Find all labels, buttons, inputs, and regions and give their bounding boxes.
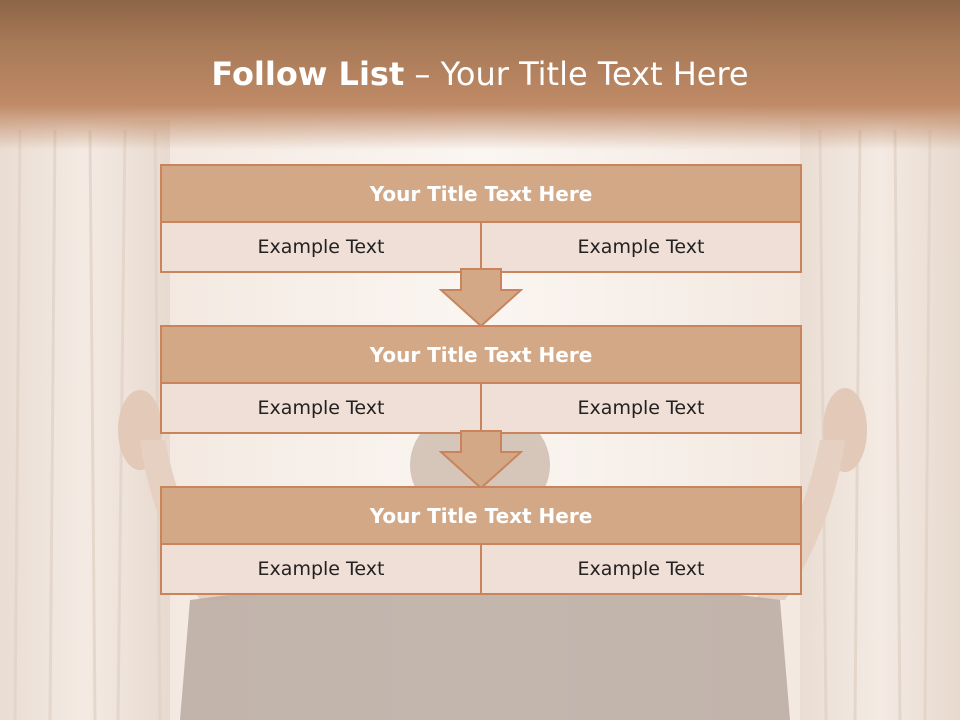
step-row: Example Text Example Text	[162, 545, 800, 593]
step-box-3: Your Title Text Here Example Text Exampl…	[160, 486, 802, 595]
header-band	[0, 0, 960, 150]
title-rest: Your Title Text Here	[440, 55, 749, 93]
title-dash: –	[414, 55, 431, 93]
step-cell-left: Example Text	[162, 384, 480, 432]
step-title: Your Title Text Here	[162, 488, 800, 545]
title-bold: Follow List	[211, 55, 405, 93]
step-cell-left: Example Text	[162, 223, 480, 271]
step-box-1: Your Title Text Here Example Text Exampl…	[160, 164, 802, 273]
down-arrow-icon	[439, 268, 523, 328]
step-title: Your Title Text Here	[162, 166, 800, 223]
step-row: Example Text Example Text	[162, 384, 800, 432]
step-cell-right: Example Text	[480, 545, 800, 593]
step-title: Your Title Text Here	[162, 327, 800, 384]
step-box-2: Your Title Text Here Example Text Exampl…	[160, 325, 802, 434]
step-cell-left: Example Text	[162, 545, 480, 593]
down-arrow-icon	[439, 430, 523, 490]
slide-title: Follow List – Your Title Text Here	[0, 52, 960, 96]
step-row: Example Text Example Text	[162, 223, 800, 271]
step-cell-right: Example Text	[480, 384, 800, 432]
step-cell-right: Example Text	[480, 223, 800, 271]
